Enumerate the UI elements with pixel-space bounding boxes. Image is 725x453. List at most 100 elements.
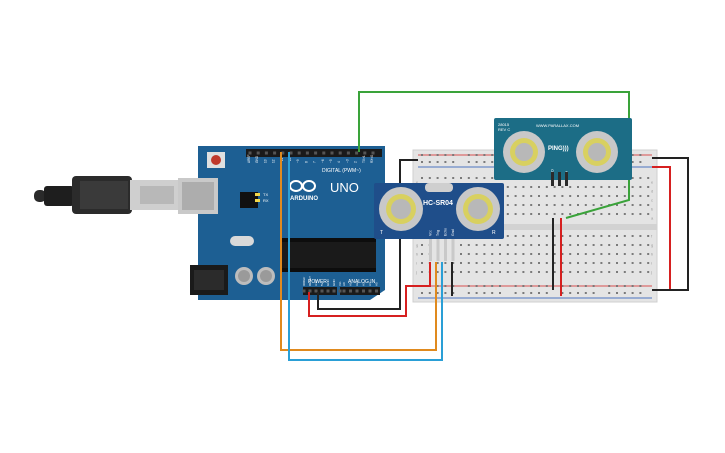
breadboard-hole[interactable] <box>553 235 556 237</box>
breadboard-hole[interactable] <box>538 271 540 273</box>
breadboard-hole[interactable] <box>600 271 603 273</box>
rail-hole[interactable] <box>475 161 478 163</box>
breadboard-hole[interactable] <box>506 235 509 237</box>
digital-pin[interactable] <box>363 151 367 155</box>
breadboard-hole[interactable] <box>631 204 634 206</box>
breadboard-hole[interactable] <box>436 262 439 264</box>
breadboard-hole[interactable] <box>506 271 509 273</box>
breadboard-hole[interactable] <box>616 186 618 188</box>
breadboard-hole[interactable] <box>592 253 595 255</box>
breadboard-hole[interactable] <box>499 244 501 246</box>
breadboard-hole[interactable] <box>553 253 556 255</box>
breadboard-hole[interactable] <box>639 186 642 188</box>
rail-hole[interactable] <box>499 285 501 287</box>
breadboard-hole[interactable] <box>467 177 470 179</box>
breadboard-hole[interactable] <box>600 262 603 264</box>
breadboard-hole[interactable] <box>647 204 650 206</box>
breadboard-hole[interactable] <box>647 262 650 264</box>
rail-hole[interactable] <box>483 285 486 287</box>
breadboard-hole[interactable] <box>545 253 548 255</box>
rail-hole[interactable] <box>577 285 579 287</box>
rail-hole[interactable] <box>514 292 517 294</box>
power-pin[interactable] <box>314 289 318 293</box>
breadboard-hole[interactable] <box>522 253 525 255</box>
breadboard-hole[interactable] <box>436 271 439 273</box>
rail-hole[interactable] <box>631 154 634 156</box>
breadboard-hole[interactable] <box>631 271 634 273</box>
breadboard-hole[interactable] <box>561 204 564 206</box>
breadboard-hole[interactable] <box>475 271 478 273</box>
rail-hole[interactable] <box>428 154 431 156</box>
breadboard-hole[interactable] <box>499 271 501 273</box>
breadboard-hole[interactable] <box>561 195 564 197</box>
breadboard-hole[interactable] <box>561 235 564 237</box>
breadboard-hole[interactable] <box>623 271 626 273</box>
breadboard-hole[interactable] <box>483 253 486 255</box>
breadboard-hole[interactable] <box>491 244 494 246</box>
breadboard-hole[interactable] <box>584 244 587 246</box>
breadboard-hole[interactable] <box>639 235 642 237</box>
breadboard-hole[interactable] <box>553 213 556 215</box>
analog-pin[interactable] <box>355 289 359 293</box>
rail-hole[interactable] <box>639 285 642 287</box>
breadboard-hole[interactable] <box>584 213 587 215</box>
breadboard-hole[interactable] <box>631 262 634 264</box>
analog-pin[interactable] <box>368 289 372 293</box>
analog-pin[interactable] <box>349 289 352 293</box>
breadboard-hole[interactable] <box>592 186 595 188</box>
breadboard-hole[interactable] <box>514 195 517 197</box>
breadboard-hole[interactable] <box>608 271 611 273</box>
digital-pin[interactable] <box>371 151 375 155</box>
breadboard-hole[interactable] <box>444 271 447 273</box>
hc-sr04-pin[interactable] <box>429 239 432 261</box>
breadboard-hole[interactable] <box>647 186 650 188</box>
breadboard-hole[interactable] <box>545 213 548 215</box>
breadboard-hole[interactable] <box>522 195 525 197</box>
breadboard-hole[interactable] <box>428 177 431 179</box>
hc-sr04-pin[interactable] <box>444 239 447 261</box>
breadboard-hole[interactable] <box>584 195 587 197</box>
rail-hole[interactable] <box>608 292 611 294</box>
breadboard-hole[interactable] <box>460 244 462 246</box>
breadboard-hole[interactable] <box>444 262 447 264</box>
breadboard-hole[interactable] <box>569 186 572 188</box>
breadboard-hole[interactable] <box>561 253 564 255</box>
breadboard-hole[interactable] <box>522 204 525 206</box>
breadboard-hole[interactable] <box>545 235 548 237</box>
breadboard-hole[interactable] <box>499 253 501 255</box>
ping-pin[interactable] <box>551 172 554 186</box>
breadboard-hole[interactable] <box>506 253 509 255</box>
breadboard-hole[interactable] <box>553 244 556 246</box>
rail-hole[interactable] <box>522 285 525 287</box>
breadboard-hole[interactable] <box>530 235 533 237</box>
rail-hole[interactable] <box>499 292 501 294</box>
rail-hole[interactable] <box>436 161 439 163</box>
rail-hole[interactable] <box>428 292 431 294</box>
rail-hole[interactable] <box>475 285 478 287</box>
breadboard-hole[interactable] <box>452 262 455 264</box>
breadboard-hole[interactable] <box>553 186 556 188</box>
breadboard-hole[interactable] <box>639 253 642 255</box>
breadboard-hole[interactable] <box>545 186 548 188</box>
breadboard-hole[interactable] <box>631 177 634 179</box>
breadboard-hole[interactable] <box>545 271 548 273</box>
digital-pin[interactable] <box>305 151 309 155</box>
rail-hole[interactable] <box>491 292 494 294</box>
rail-hole[interactable] <box>577 292 579 294</box>
breadboard-hole[interactable] <box>584 262 587 264</box>
breadboard-hole[interactable] <box>616 204 618 206</box>
breadboard-hole[interactable] <box>631 195 634 197</box>
rail-hole[interactable] <box>452 161 455 163</box>
breadboard-hole[interactable] <box>616 271 618 273</box>
breadboard-hole[interactable] <box>506 244 509 246</box>
digital-pin[interactable] <box>281 151 285 155</box>
breadboard-hole[interactable] <box>600 204 603 206</box>
breadboard-hole[interactable] <box>577 271 579 273</box>
breadboard-hole[interactable] <box>608 244 611 246</box>
breadboard-hole[interactable] <box>561 271 564 273</box>
breadboard-hole[interactable] <box>577 204 579 206</box>
rail-hole[interactable] <box>530 285 533 287</box>
breadboard-hole[interactable] <box>623 195 626 197</box>
breadboard-hole[interactable] <box>639 262 642 264</box>
breadboard-hole[interactable] <box>506 195 509 197</box>
